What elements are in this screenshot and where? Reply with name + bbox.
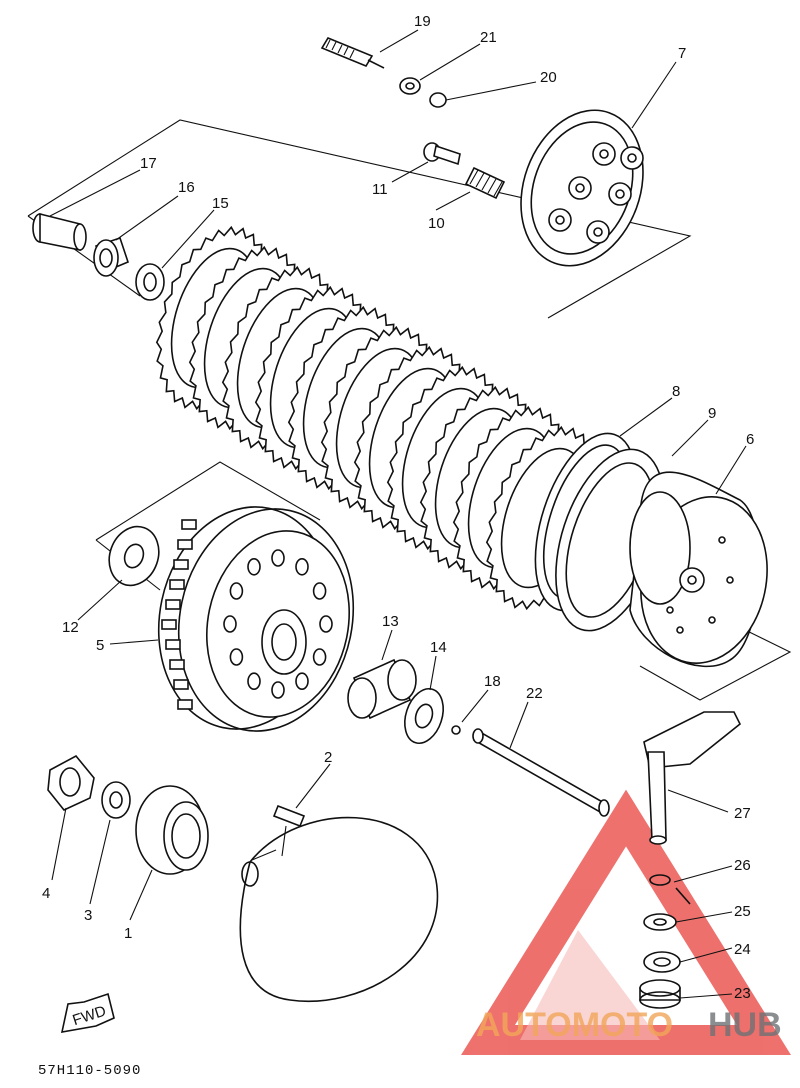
- part-3-washer: [101, 781, 131, 819]
- callout-1: 1: [124, 925, 132, 942]
- housing-hole: [247, 557, 261, 576]
- housing-slot: [169, 579, 185, 590]
- housing-hole: [247, 672, 261, 691]
- housing-hole: [229, 582, 244, 600]
- part-26-circlip: [649, 874, 691, 905]
- part-19-adjusting-bolt: [320, 36, 385, 69]
- callout-16: 16: [178, 179, 195, 196]
- housing-slot: [161, 619, 177, 630]
- crankcase-cover: [239, 816, 439, 1002]
- leader-lines: [49, 29, 747, 999]
- part-27-push-lever-shaft: [643, 711, 742, 845]
- housing-slot: [173, 679, 189, 690]
- housing-slot: [173, 559, 189, 570]
- housing-hole: [223, 615, 237, 633]
- part-25-washer: [643, 913, 677, 931]
- callout-9: 9: [708, 405, 716, 422]
- drawing-code: 57H110-5090: [38, 1063, 141, 1079]
- part-6-clutch-boss: [629, 471, 768, 668]
- housing-slot: [165, 639, 181, 650]
- callout-19: 19: [414, 13, 431, 30]
- part-17-push-rod: [32, 212, 87, 251]
- callout-5: 5: [96, 637, 104, 654]
- part-21-nut: [399, 77, 421, 95]
- housing-hole: [271, 549, 285, 567]
- part-20-circlip: [429, 92, 447, 108]
- callout-7: 7: [678, 45, 686, 62]
- part-18-ball: [451, 725, 461, 735]
- part-12-thrust-washer: [108, 525, 160, 587]
- watermark-wordmark: AUTOMOTO HUB: [476, 1006, 782, 1044]
- part-23-bearing: [639, 979, 681, 1009]
- part-14-washer: [404, 687, 444, 745]
- housing-slot: [165, 599, 181, 610]
- housing-hole: [271, 681, 285, 699]
- callout-13: 13: [382, 613, 399, 630]
- callout-23: 23: [734, 985, 751, 1002]
- part-10-clutch-spring: [464, 166, 506, 200]
- callout-6: 6: [746, 431, 754, 448]
- part-11-bolt: [423, 142, 461, 166]
- callout-18: 18: [484, 673, 501, 690]
- callout-10: 10: [428, 215, 445, 232]
- callout-24: 24: [734, 941, 751, 958]
- fwd-direction-arrow: FWD: [60, 992, 115, 1033]
- housing-hole: [295, 672, 309, 691]
- callout-4: 4: [42, 885, 50, 902]
- watermark-text-hub: HUB: [708, 1006, 782, 1044]
- part-15-lock-washer: [135, 263, 165, 301]
- housing-hole: [295, 557, 309, 576]
- housing-slot: [181, 519, 197, 530]
- part-24-oil-seal: [643, 951, 681, 973]
- housing-slot: [177, 539, 193, 550]
- housing-slot: [177, 699, 193, 710]
- housing-hole: [229, 648, 244, 666]
- callout-20: 20: [540, 69, 557, 86]
- callout-21: 21: [480, 29, 497, 46]
- callout-labels: 19 21 20 7 11 10 17 16 15 8 9 6 12 5 13 …: [42, 13, 754, 1002]
- housing-hole: [319, 615, 333, 633]
- housing-hole: [312, 582, 327, 600]
- part-5-clutch-housing: [157, 506, 355, 732]
- housing-hole: [312, 648, 327, 666]
- part-1-primary-drive-gear: [135, 785, 209, 875]
- callout-11: 11: [372, 181, 388, 198]
- callout-14: 14: [430, 639, 447, 656]
- callout-27: 27: [734, 805, 751, 822]
- watermark-logo: [461, 789, 791, 1055]
- callout-26: 26: [734, 857, 751, 874]
- part-4-nut: [47, 754, 95, 811]
- callout-2: 2: [324, 749, 332, 766]
- callout-22: 22: [526, 685, 543, 702]
- part-7-pressure-plate: [520, 109, 644, 267]
- part-22-push-rod: [472, 728, 610, 817]
- callout-17: 17: [140, 155, 157, 172]
- callout-12: 12: [62, 619, 79, 636]
- callout-15: 15: [212, 195, 229, 212]
- callout-8: 8: [672, 383, 680, 400]
- callout-25: 25: [734, 903, 751, 920]
- part-2-key: [272, 804, 306, 828]
- housing-slot: [169, 659, 185, 670]
- callout-3: 3: [84, 907, 92, 924]
- part-13-spacer: [347, 658, 417, 720]
- watermark-text-automoto: AUTOMOTO: [476, 1006, 673, 1044]
- part-16-bearing: [93, 236, 129, 277]
